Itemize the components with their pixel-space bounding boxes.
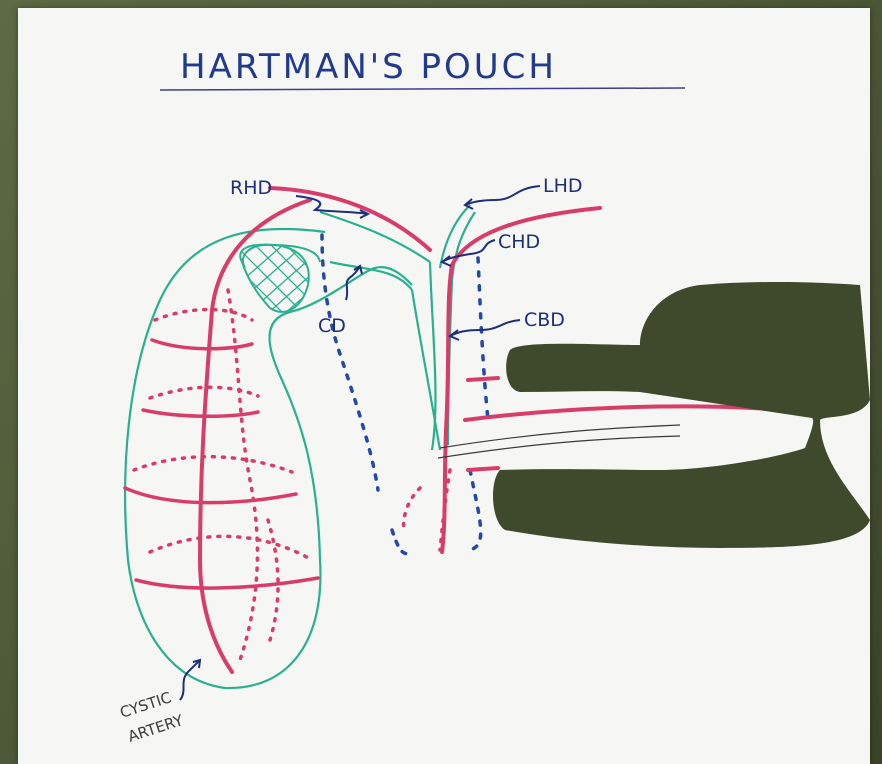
- hatched-pouch-region: [220, 230, 335, 326]
- label-arrows: [180, 186, 540, 700]
- right-hepatic-artery: [270, 188, 430, 250]
- lhd-arrow: [465, 186, 540, 205]
- label-cbd: CBD: [524, 309, 565, 331]
- gastroduodenal-artery: [465, 406, 785, 420]
- label-chd: CHD: [498, 231, 540, 253]
- title-underline: [160, 88, 685, 90]
- duodenum-lines: [438, 425, 680, 458]
- cbd-arrow: [450, 320, 520, 336]
- label-rhd: RHD: [230, 177, 272, 199]
- label-cd: CD: [318, 315, 346, 337]
- label-lhd: LHD: [543, 175, 583, 197]
- common-duct-right-wall: [448, 212, 475, 445]
- arteries: [200, 188, 785, 672]
- diagram-title: HARTMAN'S POUCH: [180, 47, 557, 87]
